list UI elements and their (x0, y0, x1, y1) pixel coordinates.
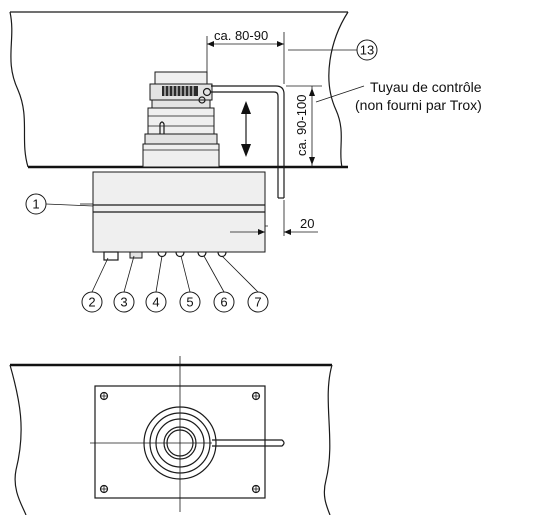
pipe-label-line1: Tuyau de contrôle (370, 79, 482, 95)
callout-6: 6 (220, 295, 227, 310)
callout-7: 7 (254, 295, 261, 310)
controller-box (80, 171, 266, 261)
dim-right-label: 20 (300, 216, 314, 231)
adjustment-arrow (241, 101, 251, 157)
dim-vertical-label: ca. 90-100 (294, 95, 309, 156)
pipe-label: Tuyau de contrôle (non fourni par Trox) (315, 79, 482, 113)
dim-top-label: ca. 80-90 (214, 28, 268, 43)
dim-right: 20 (230, 200, 318, 236)
pipe-label-line2: (non fourni par Trox) (355, 97, 482, 113)
callout-1: 1 (32, 197, 39, 212)
callout-2: 2 (88, 295, 95, 310)
dim-vertical: ca. 90-100 (286, 85, 322, 167)
callout-5: 5 (186, 295, 193, 310)
callout-3: 3 (120, 295, 127, 310)
callout-4: 4 (152, 295, 159, 310)
actuator-head (142, 71, 220, 168)
dim-top: ca. 80-90 (206, 28, 285, 84)
corner-screws (99, 391, 261, 494)
callout-13: 13 (360, 43, 374, 58)
callouts: 13 1 2 3 4 5 6 7 (25, 39, 378, 313)
mounting-plate (90, 356, 285, 512)
knurled-ring (162, 86, 198, 96)
duct-bottom (9, 363, 333, 515)
control-tube (198, 85, 285, 199)
